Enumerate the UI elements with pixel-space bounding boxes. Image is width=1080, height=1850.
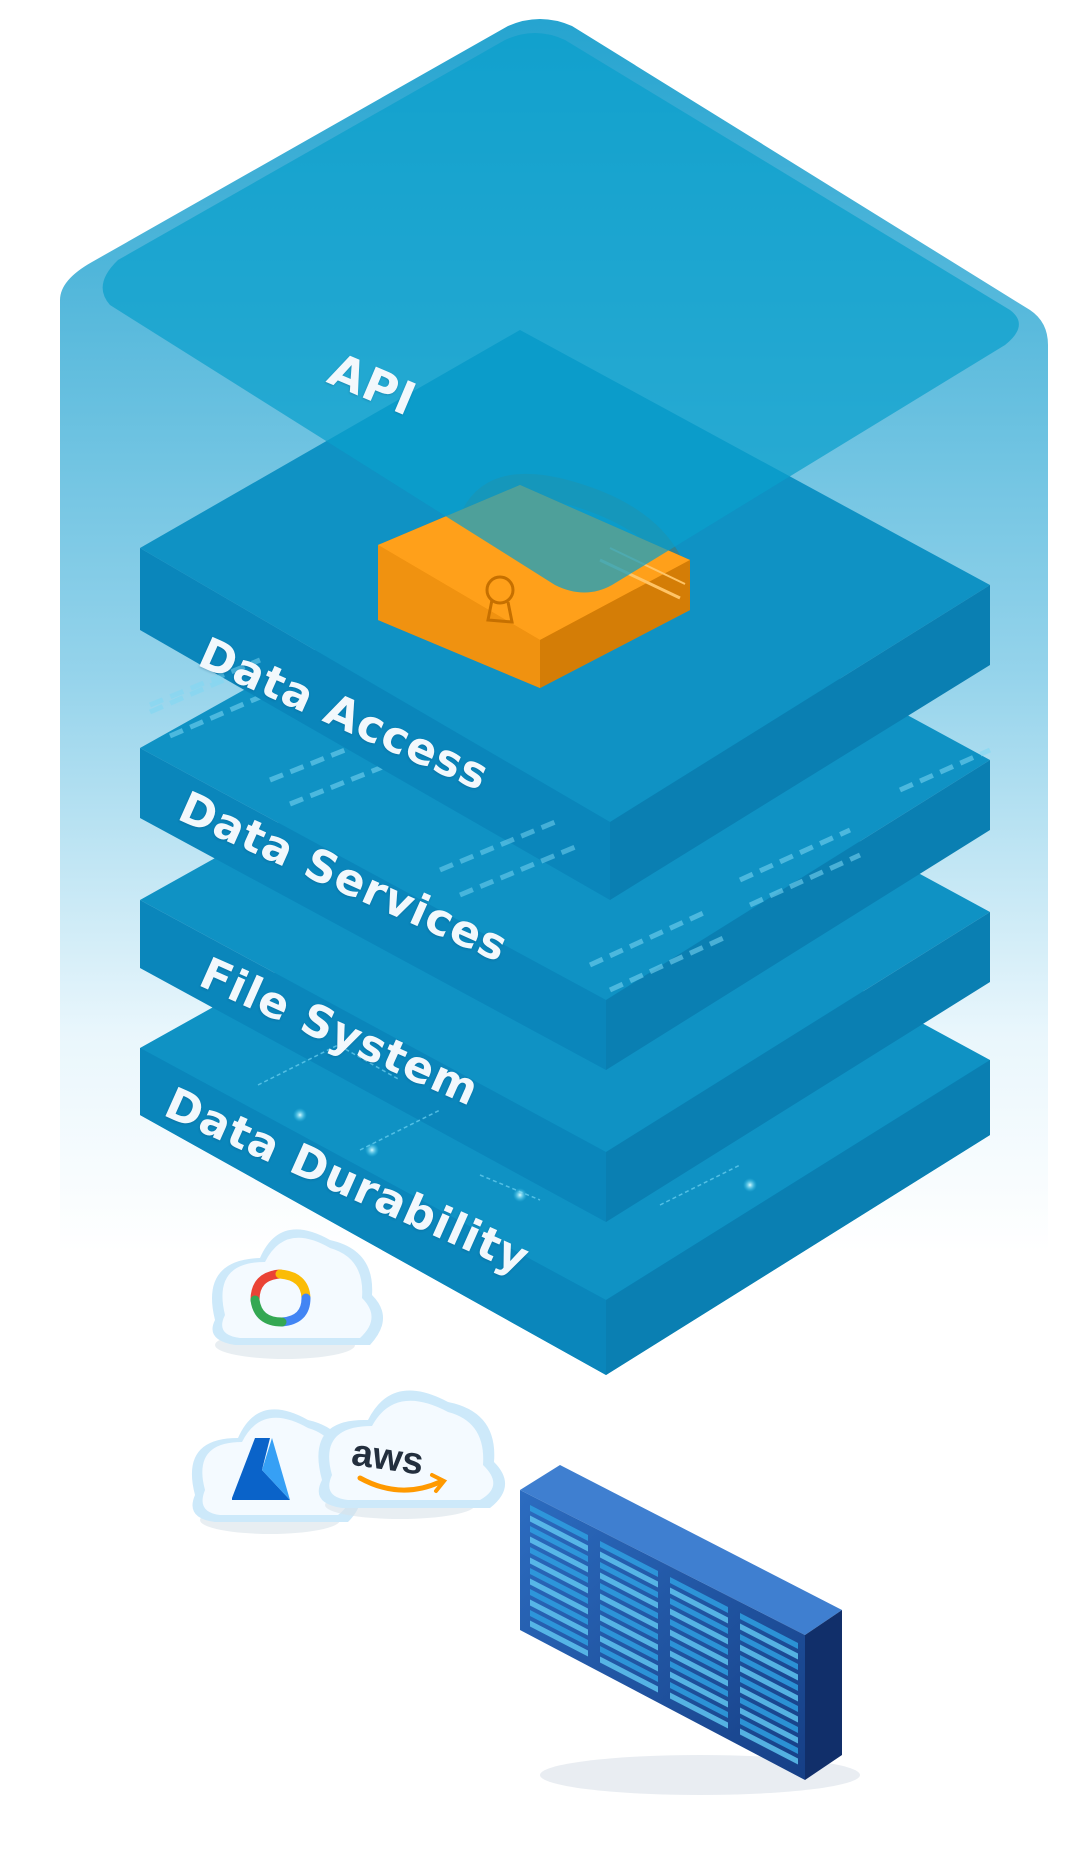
rack-drive-slot: [600, 1562, 658, 1598]
aws-smile-icon: [357, 1475, 443, 1493]
rack-drive-slot: [670, 1629, 728, 1666]
rack-drive-slot: [670, 1640, 728, 1676]
rack-drive-slot: [530, 1515, 588, 1552]
rack-drive-slot: [600, 1583, 658, 1619]
rack-drive-slot: [600, 1593, 658, 1630]
rack-drive-slot: [670, 1619, 728, 1655]
aws-cloud-icon: [318, 1390, 506, 1519]
rack-drive-slot: [670, 1598, 728, 1634]
rack-drive-slot: [600, 1541, 658, 1577]
rack-drive-slot: [670, 1671, 728, 1708]
rack-drive-slot: [740, 1655, 798, 1691]
rack-drive-slot: [530, 1568, 588, 1604]
rack-drive-slot: [740, 1707, 798, 1744]
rack-drive-slot: [530, 1589, 588, 1625]
rack-drive-slot: [740, 1634, 798, 1670]
rack-drive-slot: [530, 1547, 588, 1583]
rack-drive-slot: [740, 1676, 798, 1712]
rack-drive-slots: [530, 1505, 798, 1765]
rack-drive-slot: [600, 1656, 658, 1693]
rack-drive-slot: [670, 1661, 728, 1697]
layer-api: [102, 33, 1019, 593]
rack-drive-slot: [530, 1505, 588, 1541]
rack-drive-slot: [670, 1608, 728, 1645]
rack-drive-slot: [670, 1577, 728, 1613]
google-cloud-icon: [212, 1229, 384, 1359]
rack-drive-slot: [740, 1728, 798, 1765]
azure-cloud-icon: [191, 1409, 361, 1534]
rack-drive-slot: [740, 1644, 798, 1681]
rack-drive-slot: [530, 1557, 588, 1594]
rack-drive-slot: [600, 1635, 658, 1672]
rack-drive-slot: [600, 1625, 658, 1661]
rack-drive-slot: [740, 1718, 798, 1754]
rack-drive-slot: [600, 1604, 658, 1640]
server-rack-icon: [520, 1465, 860, 1795]
rack-drive-slot: [600, 1646, 658, 1682]
rack-drive-slot: [670, 1682, 728, 1718]
rack-drive-slot: [530, 1620, 588, 1657]
rack-drive-slot: [530, 1536, 588, 1573]
azure-logo-icon: [232, 1438, 290, 1500]
rack-drive-slot: [600, 1572, 658, 1609]
rack-drive-slot: [740, 1613, 798, 1649]
rack-drive-slot: [670, 1692, 728, 1729]
rack-drive-slot: [740, 1665, 798, 1702]
rack-drive-slot: [740, 1623, 798, 1660]
rack-drive-slot: [530, 1578, 588, 1615]
rack-drive-slot: [670, 1587, 728, 1624]
rack-drive-slot: [740, 1697, 798, 1733]
rack-drive-slot: [530, 1610, 588, 1646]
rack-drive-slot: [600, 1551, 658, 1588]
rack-drive-slot: [530, 1599, 588, 1636]
rack-drive-slot: [530, 1526, 588, 1562]
rack-drive-slot: [740, 1686, 798, 1723]
rack-drive-slot: [600, 1614, 658, 1651]
rack-drive-slot: [670, 1650, 728, 1687]
